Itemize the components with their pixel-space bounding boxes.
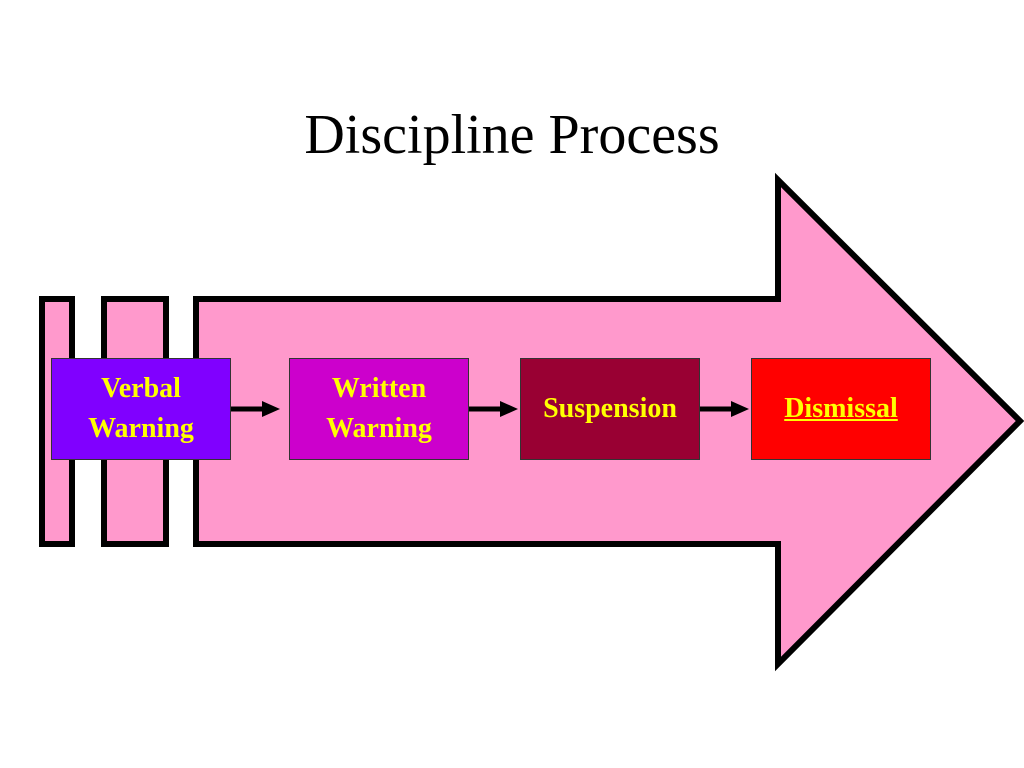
slide-title: Discipline Process	[304, 104, 720, 166]
step-written-warning: Written Warning	[289, 358, 469, 460]
connector-arrow-1	[231, 401, 280, 417]
step-label: Dismissal	[784, 393, 898, 424]
step-label: Suspension	[543, 393, 677, 424]
step-suspension: Suspension	[520, 358, 700, 460]
step-label: Verbal Warning	[88, 373, 194, 444]
connector-arrow-3	[700, 401, 749, 417]
step-verbal-warning: Verbal Warning	[51, 358, 231, 460]
connector-arrow-2	[469, 401, 518, 417]
step-dismissal: Dismissal	[751, 358, 931, 460]
step-label: Written Warning	[326, 373, 432, 444]
